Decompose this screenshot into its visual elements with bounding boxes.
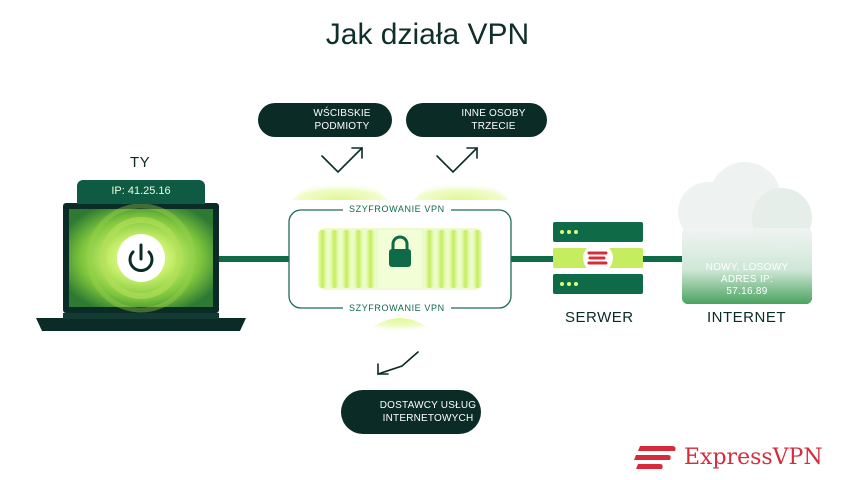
new-ip-line3: 57.16.89 — [726, 286, 768, 297]
new-ip-line1: NOWY, LOSOWY — [705, 262, 789, 273]
new-ip-line2: ADRES IP: — [720, 274, 774, 285]
thirdparty-pill: INNE OSOBY TRZECIE — [406, 103, 547, 137]
snooper-label-2: PODMIOTY — [314, 121, 370, 132]
isp-glow — [360, 318, 440, 338]
server-label: SERWER — [565, 309, 634, 326]
encryption-label-top: SZYFROWANIE VPN — [343, 204, 451, 214]
new-ip-text: NOWY, LOSOWY ADRES IP: 57.16.89 — [682, 262, 812, 298]
isp-arrow — [377, 351, 419, 375]
snooper-glow — [292, 175, 388, 200]
thirdparty-label-1: INNE OSOBY — [461, 108, 526, 119]
you-ip-tab: IP: 41.25.16 — [77, 180, 205, 204]
thirdparty-glow — [413, 175, 509, 200]
thirdparty-label-2: TRZECIE — [471, 121, 516, 132]
isp-pill: DOSTAWCY USŁUG INTERNETOWYCH — [341, 390, 481, 434]
encryption-label-bottom: SZYFROWANIE VPN — [343, 303, 451, 313]
isp-label-1: DOSTAWCY USŁUG — [379, 400, 477, 411]
isp-label-2: INTERNETOWYCH — [382, 413, 474, 424]
cloud-icon — [678, 162, 812, 304]
server-icon — [553, 222, 643, 294]
power-icon — [117, 234, 165, 282]
expressvpn-logo-icon — [634, 446, 676, 469]
page-title: Jak działa VPN — [325, 18, 530, 51]
lock-icon — [389, 235, 411, 267]
internet-label: INTERNET — [707, 309, 786, 326]
snooper-arrow — [321, 147, 363, 174]
you-label: TY — [130, 154, 151, 171]
snooper-pill: WŚCIBSKIE PODMIOTY — [258, 103, 392, 137]
laptop — [36, 203, 246, 331]
brand-name: ExpressVPN — [684, 445, 823, 470]
snooper-label-1: WŚCIBSKIE — [313, 108, 371, 119]
thirdparty-arrow — [436, 147, 478, 174]
